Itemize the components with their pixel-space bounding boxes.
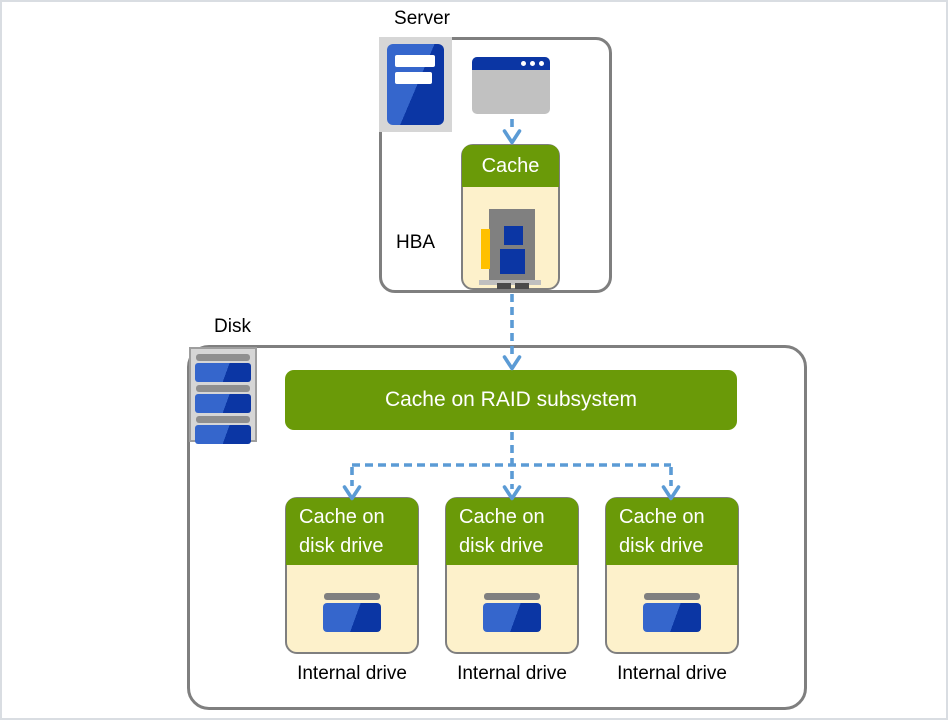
- drive-cache-header: Cache on disk drive: [286, 498, 418, 565]
- server-tower-icon: [379, 37, 452, 132]
- disk-array-drive: [195, 363, 251, 382]
- server-slot: [395, 72, 432, 84]
- raid-cache-bar: Cache on RAID subsystem: [285, 370, 737, 430]
- hba-card-chip: [500, 249, 525, 274]
- hba-card-pin: [497, 283, 511, 289]
- hba-card-pin: [515, 283, 529, 289]
- drive-caption: Internal drive: [617, 663, 727, 684]
- disk-array-slot: [196, 416, 250, 423]
- hba-card-connector: [481, 229, 490, 269]
- server-tower-body: [387, 44, 444, 125]
- disk-array-slot: [196, 354, 250, 361]
- disk-drive-unit: Cache on disk drive: [285, 497, 419, 654]
- window-dot: [539, 61, 544, 66]
- drive-icon-bar: [484, 593, 540, 600]
- drive-icon-body: [643, 603, 701, 632]
- drive-caption: Internal drive: [297, 663, 407, 684]
- hba-cache-unit: Cache: [461, 144, 560, 290]
- disk-drive-unit: Cache on disk drive: [445, 497, 579, 654]
- window-dot: [521, 61, 526, 66]
- drive-icon-body: [323, 603, 381, 632]
- hba-cache-header: Cache: [462, 145, 559, 187]
- hba-card-chip: [504, 226, 523, 245]
- disk-array-slot: [196, 385, 250, 392]
- disk-label: Disk: [214, 316, 251, 337]
- disk-drive-icon: [287, 593, 417, 632]
- disk-array-drive: [195, 394, 251, 413]
- hba-card-bracket: [479, 280, 541, 285]
- disk-array-drive: [195, 425, 251, 444]
- drive-icon-bar: [324, 593, 380, 600]
- disk-drive-icon: [447, 593, 577, 632]
- drive-caption: Internal drive: [457, 663, 567, 684]
- server-slot: [395, 55, 435, 67]
- drive-cache-header: Cache on disk drive: [606, 498, 738, 565]
- disk-array-icon: [189, 347, 257, 444]
- drive-cache-header: Cache on disk drive: [446, 498, 578, 565]
- drive-icon-body: [483, 603, 541, 632]
- window-titlebar: [472, 57, 550, 70]
- disk-drive-icon: [607, 593, 737, 632]
- window-dot: [530, 61, 535, 66]
- app-window-icon: [472, 57, 550, 114]
- disk-drive-unit: Cache on disk drive: [605, 497, 739, 654]
- hba-label: HBA: [396, 232, 436, 253]
- server-label: Server: [394, 8, 450, 29]
- drive-icon-bar: [644, 593, 700, 600]
